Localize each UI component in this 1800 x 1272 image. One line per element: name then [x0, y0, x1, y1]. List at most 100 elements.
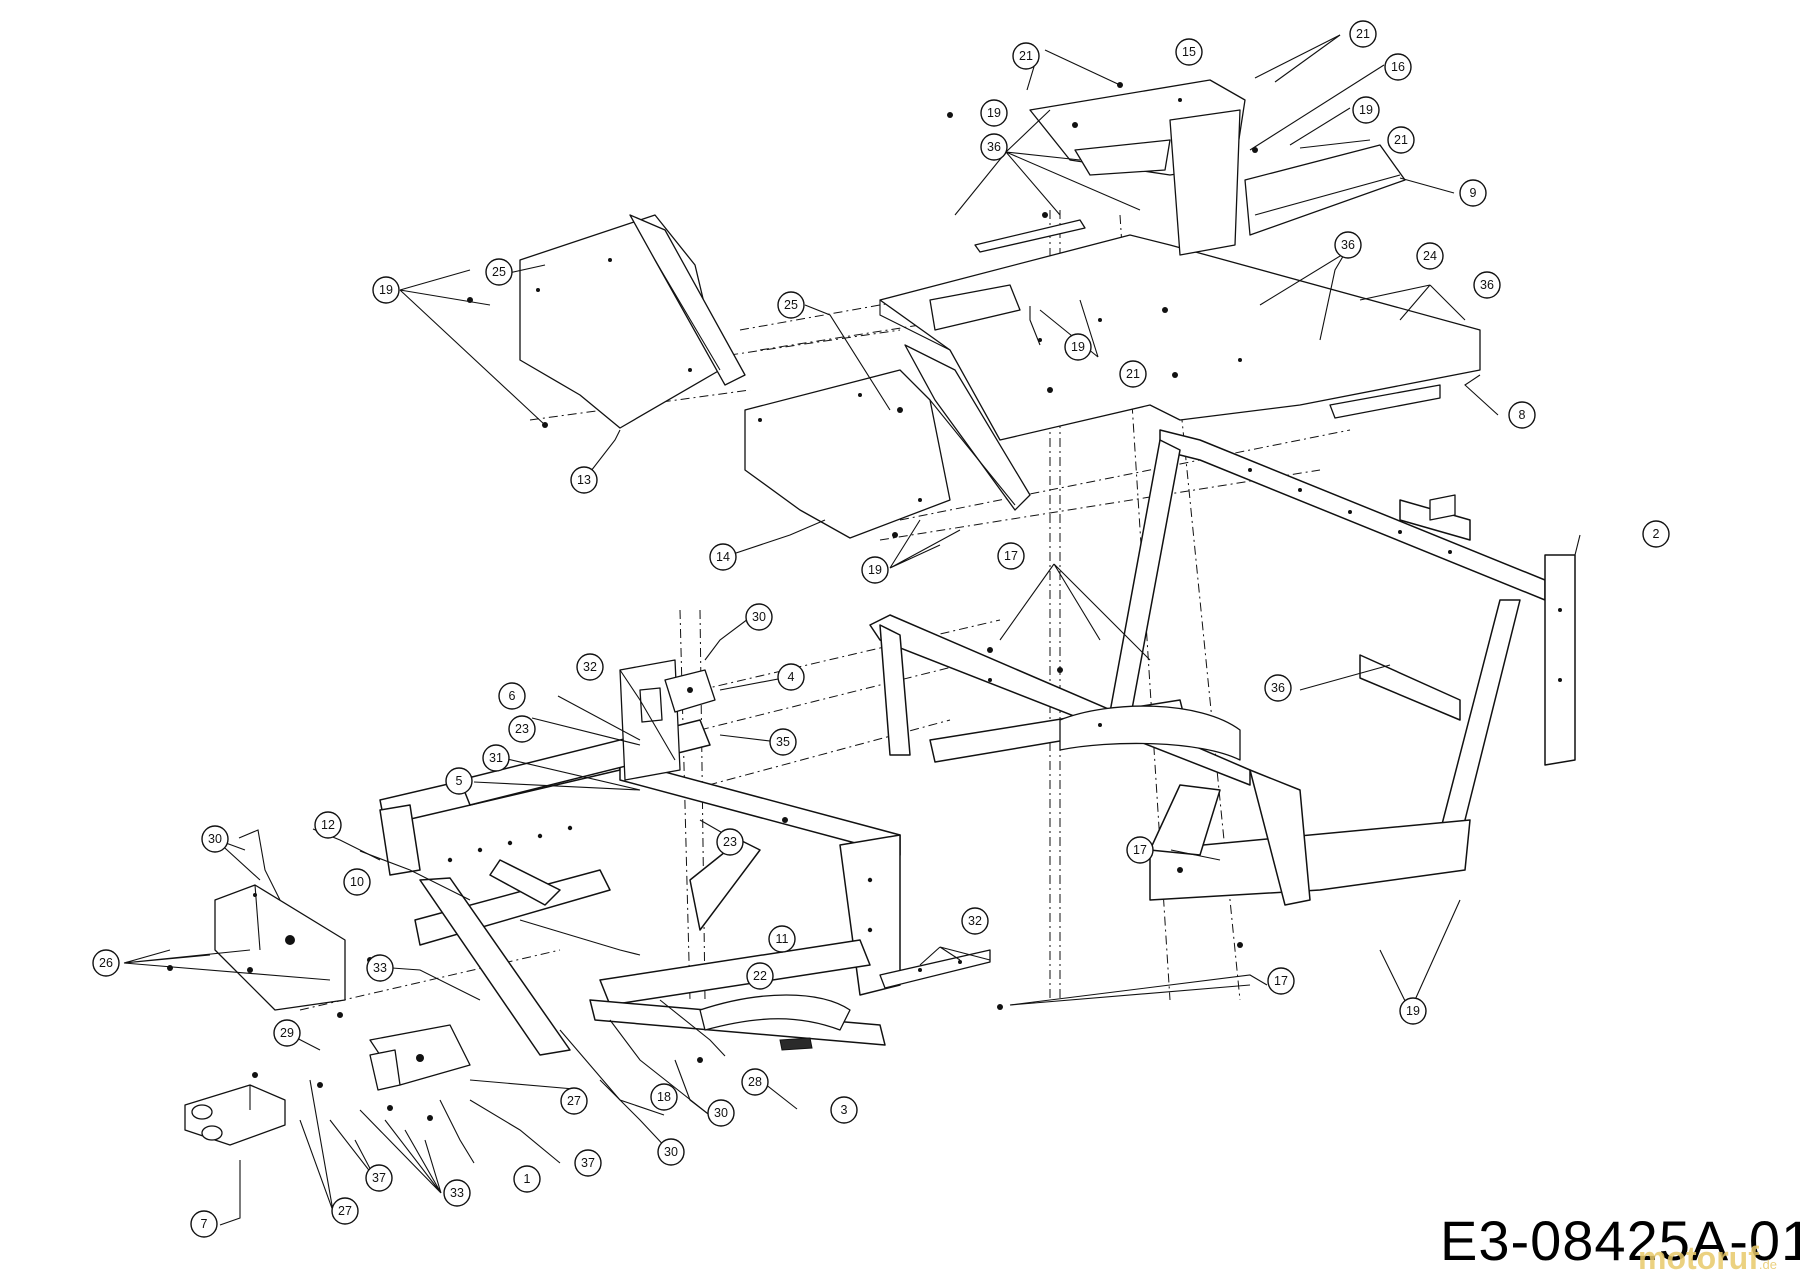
svg-text:25: 25	[784, 298, 798, 312]
svg-text:16: 16	[1391, 60, 1405, 74]
svg-text:25: 25	[492, 265, 506, 279]
svg-text:9: 9	[1470, 186, 1477, 200]
svg-text:21: 21	[1019, 49, 1033, 63]
svg-text:10: 10	[350, 875, 364, 889]
callout-30: 30	[745, 603, 773, 631]
part-4-mount-block	[664, 669, 716, 713]
callout-33b: 33	[443, 1179, 471, 1207]
callout-17b: 17	[1126, 836, 1154, 864]
svg-text:36: 36	[987, 140, 1001, 154]
callout-27b: 27	[331, 1197, 359, 1225]
part-2-rear-frame	[1109, 429, 1576, 901]
svg-text:35: 35	[776, 735, 790, 749]
svg-text:13: 13	[577, 473, 591, 487]
callout-8: 8	[1508, 401, 1536, 429]
callout-21: 21	[1012, 42, 1040, 70]
callout-1: 1	[513, 1165, 541, 1193]
callout-16: 16	[1384, 53, 1412, 81]
callout-7: 7	[190, 1210, 218, 1238]
callout-13: 13	[570, 466, 598, 494]
svg-text:27: 27	[338, 1204, 352, 1218]
callout-3: 3	[830, 1096, 858, 1124]
svg-text:30: 30	[714, 1106, 728, 1120]
svg-text:36: 36	[1480, 278, 1494, 292]
callout-32: 32	[576, 653, 604, 681]
callout-17c: 17	[1267, 967, 1295, 995]
svg-text:1: 1	[524, 1172, 531, 1186]
drawing-id-label: E3-08425A-01	[1440, 1209, 1800, 1272]
svg-text:24: 24	[1423, 249, 1437, 263]
callout-35: 35	[769, 728, 797, 756]
svg-text:31: 31	[489, 751, 503, 765]
svg-text:6: 6	[509, 689, 516, 703]
callout-30b: 30	[201, 825, 229, 853]
callout-26: 26	[92, 949, 120, 977]
svg-text:30: 30	[752, 610, 766, 624]
svg-text:19: 19	[987, 106, 1001, 120]
svg-text:32: 32	[583, 660, 597, 674]
callout-23: 23	[508, 715, 536, 743]
svg-text:15: 15	[1182, 45, 1196, 59]
fastener-dots	[167, 82, 1258, 1121]
callout-2: 2	[1642, 520, 1670, 548]
svg-text:22: 22	[753, 969, 767, 983]
callout-17: 17	[997, 542, 1025, 570]
callout-36d: 36	[1264, 674, 1292, 702]
svg-text:36: 36	[1271, 681, 1285, 695]
callout-36: 36	[980, 133, 1008, 161]
callout-10: 10	[343, 868, 371, 896]
svg-text:26: 26	[99, 956, 113, 970]
svg-text:27: 27	[567, 1094, 581, 1108]
callout-19e: 19	[861, 556, 889, 584]
callout-19d: 19	[1064, 333, 1092, 361]
callout-37b: 37	[365, 1164, 393, 1192]
callout-19: 19	[980, 99, 1008, 127]
callout-12: 12	[314, 811, 342, 839]
mid-frame	[869, 614, 1311, 906]
callout-5: 5	[445, 767, 473, 795]
svg-text:37: 37	[581, 1156, 595, 1170]
svg-text:4: 4	[788, 670, 795, 684]
callout-25b: 25	[777, 291, 805, 319]
part-13-left-fender-panel	[519, 214, 746, 429]
part-3-lower-support	[699, 994, 851, 1051]
part-15-16-rear-upper-bracket	[1029, 79, 1246, 256]
svg-text:19: 19	[1359, 103, 1373, 117]
callout-21c: 21	[1387, 126, 1415, 154]
svg-text:32: 32	[968, 914, 982, 928]
callout-21d: 21	[1119, 360, 1147, 388]
callout-19c: 19	[372, 276, 400, 304]
part-12-front-bracket	[214, 884, 346, 1011]
svg-text:11: 11	[776, 932, 789, 946]
callout-25: 25	[485, 258, 513, 286]
svg-text:28: 28	[748, 1075, 762, 1089]
svg-text:21: 21	[1126, 367, 1140, 381]
part-8-deck-plate	[879, 219, 1481, 441]
callout-19b: 19	[1352, 96, 1380, 124]
front-frame	[379, 659, 901, 1056]
svg-text:8: 8	[1519, 408, 1526, 422]
callout-30d: 30	[657, 1138, 685, 1166]
svg-text:5: 5	[456, 774, 463, 788]
svg-text:14: 14	[716, 550, 730, 564]
svg-text:3: 3	[841, 1103, 848, 1117]
svg-text:33: 33	[373, 961, 387, 975]
callout-24: 24	[1416, 242, 1444, 270]
svg-text:18: 18	[657, 1090, 671, 1104]
svg-text:30: 30	[208, 832, 222, 846]
leader-lines	[123, 34, 1581, 1226]
callout-21b: 21	[1349, 20, 1377, 48]
svg-text:23: 23	[723, 835, 737, 849]
svg-text:17: 17	[1004, 549, 1018, 563]
svg-text:12: 12	[321, 818, 335, 832]
part-9-rear-rail	[1244, 144, 1406, 236]
watermark-suffix: .de	[1758, 1257, 1777, 1272]
svg-text:36: 36	[1341, 238, 1355, 252]
callout-18: 18	[650, 1083, 678, 1111]
callout-36c: 36	[1473, 271, 1501, 299]
callout-6: 6	[498, 682, 526, 710]
callout-37: 37	[574, 1149, 602, 1177]
svg-text:2: 2	[1653, 527, 1660, 541]
svg-text:7: 7	[201, 1217, 208, 1231]
